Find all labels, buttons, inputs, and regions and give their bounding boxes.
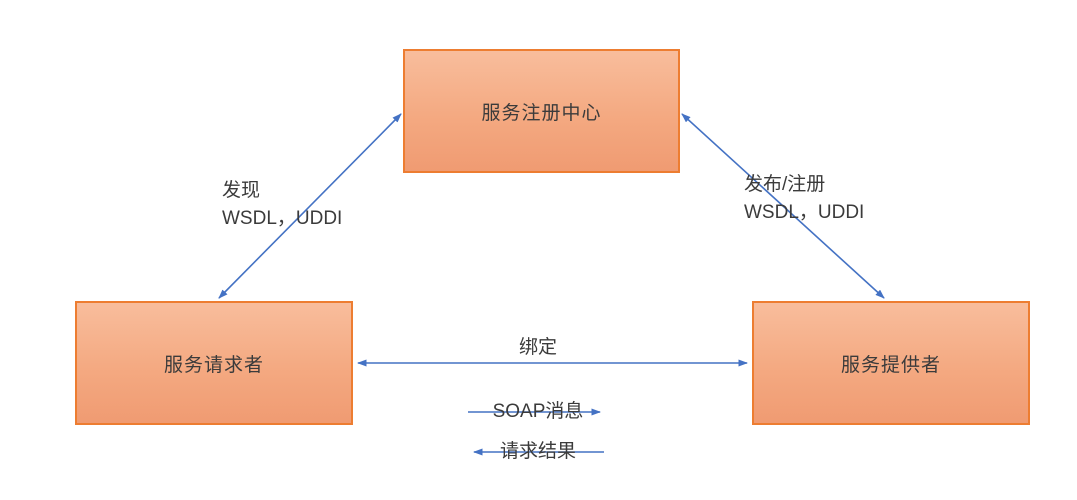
edge-bind-label: 绑定	[518, 337, 557, 358]
edge-request-result-label: 请求结果	[499, 441, 576, 462]
node-service-registry-label: 服务注册中心	[481, 102, 602, 124]
edge-discover-label-line1: 发现	[222, 180, 261, 201]
edge-discover-label-line2: WSDL，UDDI	[222, 208, 343, 229]
node-service-requester: 服务请求者	[75, 301, 353, 425]
node-service-registry: 服务注册中心	[403, 49, 680, 173]
node-service-requester-label: 服务请求者	[163, 354, 264, 376]
node-service-provider-label: 服务提供者	[840, 354, 941, 376]
node-service-provider: 服务提供者	[752, 301, 1030, 425]
edge-soap-message-label: SOAP消息	[492, 401, 584, 422]
edge-publish-label: 发布/注册 WSDL，UDDI	[744, 171, 864, 227]
edge-discover-label: 发现 WSDL，UDDI	[222, 177, 342, 233]
edge-publish-label-line1: 发布/注册	[744, 174, 826, 195]
edge-publish-label-line2: WSDL，UDDI	[744, 202, 865, 223]
